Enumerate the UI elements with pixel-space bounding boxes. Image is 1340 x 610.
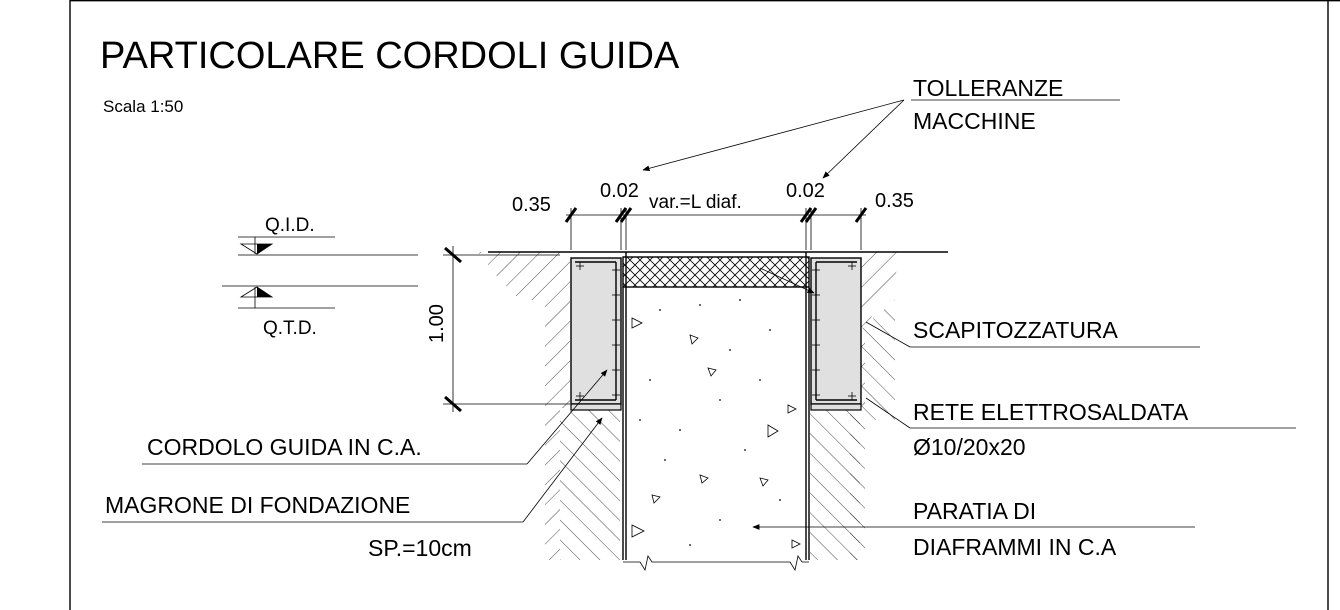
tolleranze-leader-right <box>822 99 905 179</box>
qid-label: Q.I.D. <box>265 215 315 236</box>
scapitozzatura-label: SCAPITOZZATURA <box>913 317 1119 343</box>
magrone-leader <box>522 417 603 523</box>
qid-level-marker <box>238 236 418 256</box>
right-lean-concrete <box>810 403 862 411</box>
tolleranze-leader-left <box>642 99 905 172</box>
depth-label: 1.00 <box>426 304 448 343</box>
diaphragm-wall <box>622 252 810 572</box>
depth-dimension <box>443 246 570 413</box>
scapitozzatura-leader <box>865 321 911 348</box>
soil-hatch-left <box>478 252 620 560</box>
qtd-label: Q.T.D. <box>263 318 317 339</box>
tolleranze-label-1: TOLLERANZE <box>913 75 1063 101</box>
dim-right-tolerance: 0.02 <box>786 180 825 202</box>
cordolo-label: CORDOLO GUIDA IN C.A. <box>147 434 422 460</box>
magrone-label-2: SP.=10cm <box>368 535 472 561</box>
paratia-label-2: DIAFRAMMI IN C.A <box>913 534 1117 560</box>
tolleranze-label-2: MACCHINE <box>913 108 1036 134</box>
dim-left-tolerance: 0.02 <box>600 180 639 202</box>
top-dimension-chain <box>564 207 868 250</box>
qtd-level-marker <box>222 285 418 309</box>
rete-leader <box>865 397 911 429</box>
paratia-label-1: PARATIA DI <box>913 498 1036 524</box>
drawing-title: PARTICOLARE CORDOLI GUIDA <box>100 35 680 77</box>
scapitozzatura-zone <box>622 256 810 288</box>
left-lean-concrete <box>570 403 622 411</box>
cordolo-leader <box>526 369 608 465</box>
dim-variable-width: var.=L diaf. <box>649 192 742 213</box>
rete-label-2: Ø10/20x20 <box>913 434 1026 460</box>
dim-right-width: 0.35 <box>875 190 914 212</box>
rete-label-1: RETE ELETTROSALDATA <box>913 399 1189 425</box>
left-guide-curb <box>570 257 622 411</box>
scale-label: Scala 1:50 <box>103 97 183 116</box>
scapitozzatura-arrow <box>759 267 815 294</box>
dim-left-width: 0.35 <box>512 194 551 216</box>
magrone-label-1: MAGRONE DI FONDAZIONE <box>105 492 410 518</box>
right-guide-curb <box>810 257 862 411</box>
